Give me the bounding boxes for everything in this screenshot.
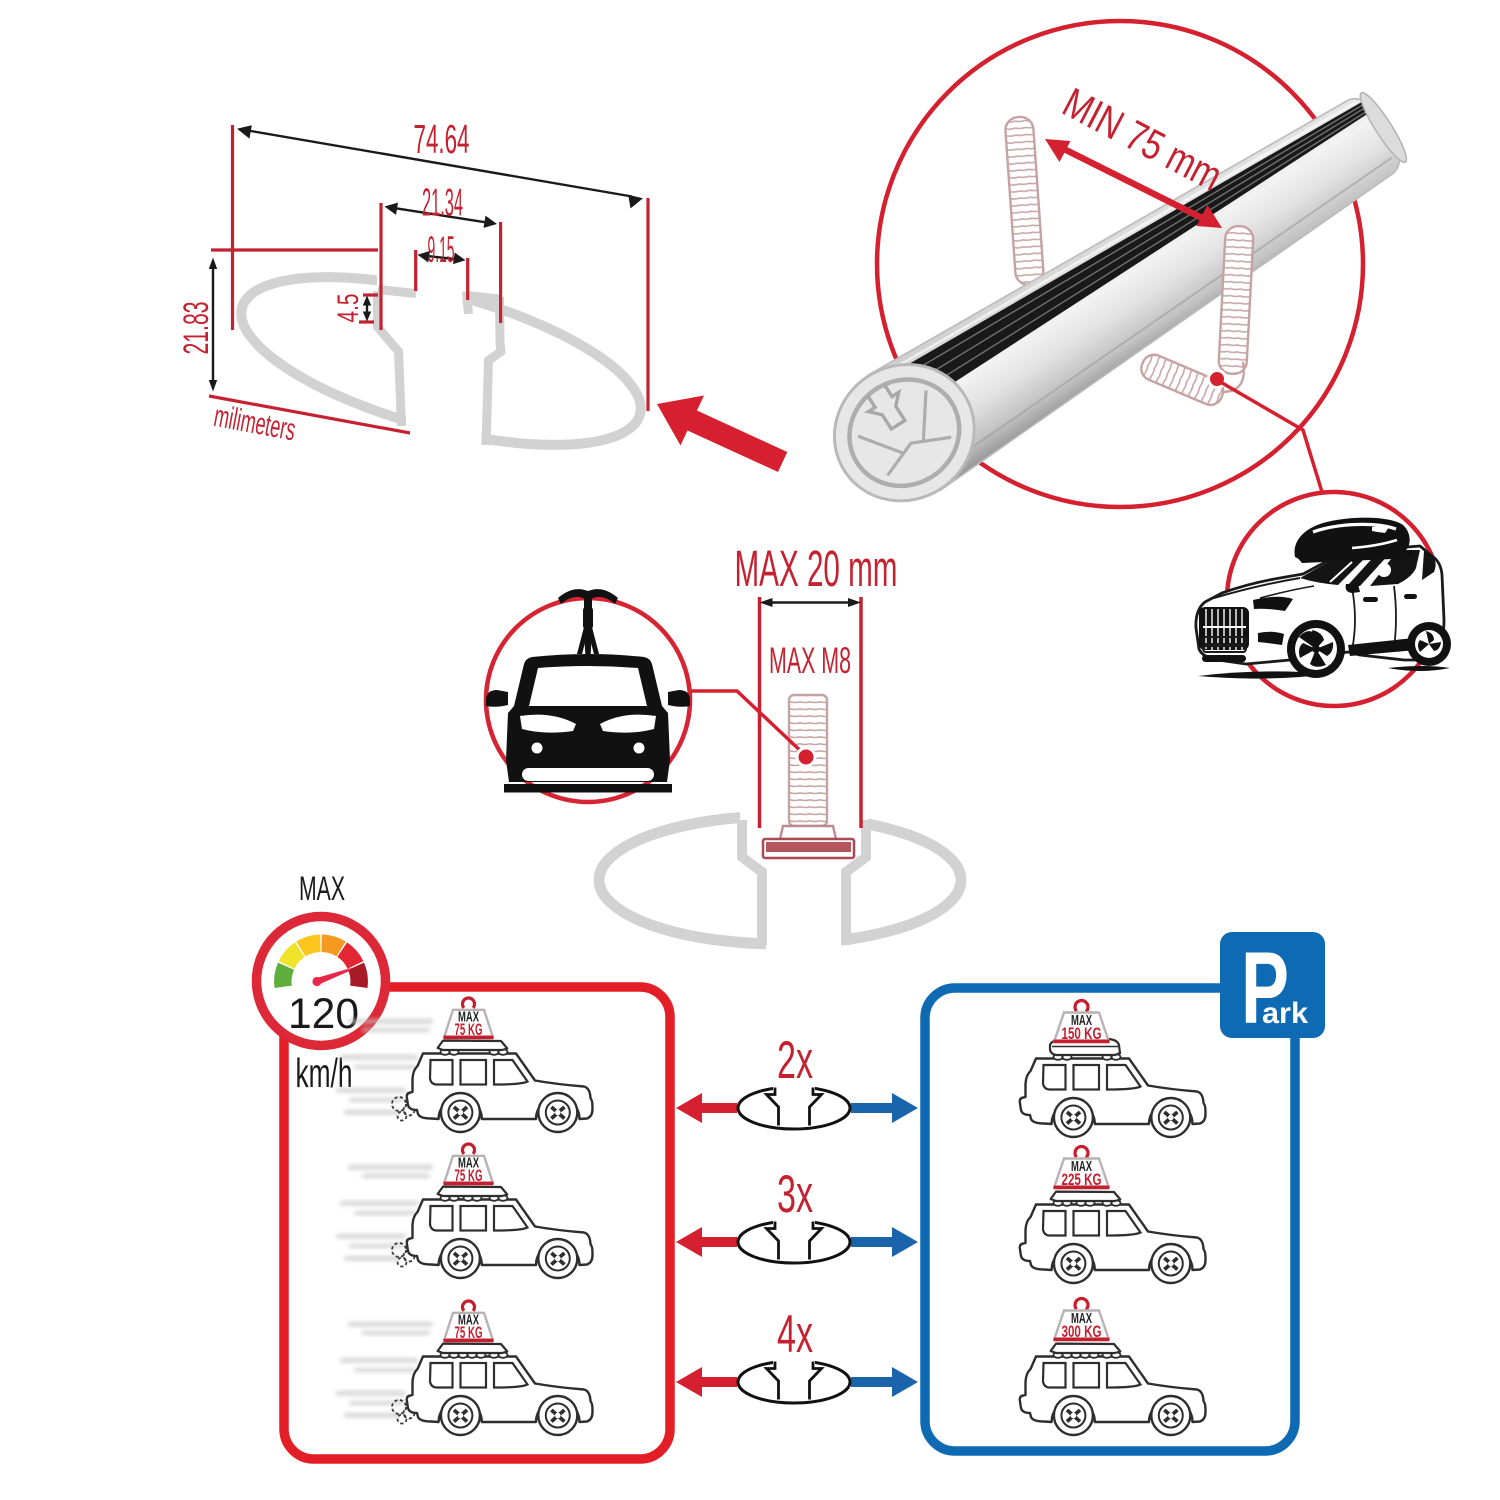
svg-text:300 KG: 300 KG xyxy=(1062,1323,1102,1341)
svg-text:3x: 3x xyxy=(777,1165,813,1224)
svg-text:ark: ark xyxy=(1262,997,1308,1030)
svg-text:225 KG: 225 KG xyxy=(1062,1171,1102,1189)
svg-text:4x: 4x xyxy=(777,1305,813,1364)
svg-text:MAX: MAX xyxy=(1071,1310,1092,1327)
svg-text:74.64: 74.64 xyxy=(414,116,470,162)
svg-text:4.5: 4.5 xyxy=(332,294,365,323)
svg-text:MAX 20 mm: MAX 20 mm xyxy=(735,540,898,597)
svg-text:120: 120 xyxy=(288,990,359,1038)
svg-text:MAX M8: MAX M8 xyxy=(769,640,851,681)
svg-text:P: P xyxy=(1241,931,1289,1045)
svg-text:150 KG: 150 KG xyxy=(1062,1025,1102,1043)
svg-text:21.34: 21.34 xyxy=(422,182,463,225)
svg-text:9.15: 9.15 xyxy=(428,229,455,270)
svg-text:MAX: MAX xyxy=(1071,1158,1092,1175)
svg-text:MAX: MAX xyxy=(299,870,345,908)
svg-text:MAX: MAX xyxy=(1071,1012,1092,1029)
svg-text:2x: 2x xyxy=(777,1031,813,1090)
svg-text:21.83: 21.83 xyxy=(177,302,216,355)
